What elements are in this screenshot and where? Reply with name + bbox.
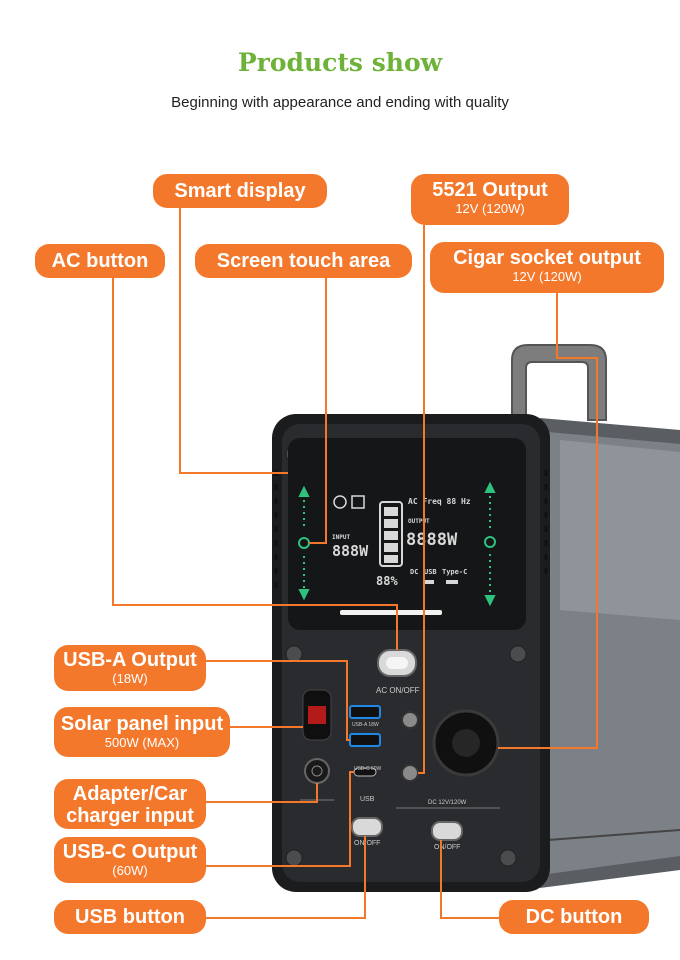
callout-solar-input-label: Solar panel input xyxy=(60,713,224,735)
dc5521-port-1 xyxy=(401,711,419,729)
side-line xyxy=(547,829,680,841)
line-ac-button xyxy=(112,278,398,650)
touch-arrows-right xyxy=(484,481,496,607)
callout-cigar-socket-label: Cigar socket output xyxy=(453,247,641,269)
line-5521-output xyxy=(418,225,425,774)
side-highlight xyxy=(560,440,680,620)
callout-usba-output-spec: (18W) xyxy=(112,671,148,686)
typec-indicator xyxy=(446,580,458,584)
fan-icon xyxy=(333,495,347,509)
adapter-input-pin xyxy=(311,765,323,777)
anderson-connector xyxy=(308,706,326,724)
light-bar xyxy=(340,610,442,615)
lcd-percent: 88% xyxy=(376,574,398,588)
callout-usbc-output-label: USB-C Output xyxy=(62,841,198,863)
callout-usb-button-label: USB button xyxy=(75,906,185,928)
line-usba-output xyxy=(198,660,350,741)
callout-screen-touch-area: Screen touch area xyxy=(195,244,412,278)
usb-onoff-label: ON/OFF xyxy=(354,840,381,847)
callout-smart-display: Smart display xyxy=(153,174,327,208)
callout-usb-button: USB button xyxy=(54,900,206,934)
ac-switch-face xyxy=(386,657,408,669)
line-adapter-input xyxy=(202,783,318,803)
line-cigar-socket xyxy=(498,293,598,749)
dc-onoff-label: ON/OFF xyxy=(434,844,461,851)
line-screen-touch xyxy=(309,278,327,544)
callout-5521-output: 5521 Output 12V (120W) xyxy=(411,174,569,225)
dc-switch xyxy=(431,821,463,841)
battery-bars xyxy=(384,507,398,563)
callout-5521-output-label: 5521 Output xyxy=(432,179,548,201)
line-usbc-output xyxy=(200,771,354,867)
ac-onoff-label: AC ON/OFF xyxy=(376,686,420,695)
callout-solar-input-spec: 500W (MAX) xyxy=(104,735,180,750)
callout-adapter-input-line2: charger input xyxy=(66,805,194,827)
lcd-output-label: OUTPUT xyxy=(408,518,430,525)
lcd-usb-label: USB xyxy=(424,568,437,576)
line-usb-button xyxy=(206,836,366,919)
page-subtitle: Beginning with appearance and ending wit… xyxy=(171,94,509,111)
callout-usbc-output: USB-C Output (60W) xyxy=(54,837,206,883)
callout-ac-button-label: AC button xyxy=(51,250,149,272)
lcd-input-value: 888W xyxy=(332,542,369,560)
callout-dc-button-label: DC button xyxy=(525,906,623,928)
lcd-ac-freq: AC Freq 88 Hz xyxy=(408,497,471,506)
cigar-socket-inner xyxy=(452,729,480,757)
callout-usba-output-label: USB-A Output xyxy=(63,649,197,671)
usb-label: USB xyxy=(360,796,375,803)
lcd-dc-label: DC xyxy=(410,568,419,576)
callout-cigar-socket: Cigar socket output 12V (120W) xyxy=(430,242,664,293)
callout-usbc-output-spec: (60W) xyxy=(112,863,148,878)
callout-solar-input: Solar panel input 500W (MAX) xyxy=(54,707,230,757)
dc-indicator xyxy=(424,580,434,584)
lcd-input-label: INPUT xyxy=(332,534,351,541)
line-smart-display xyxy=(179,208,288,474)
callout-cigar-socket-spec: 12V (120W) xyxy=(512,269,582,284)
callout-screen-touch-area-label: Screen touch area xyxy=(216,250,391,272)
battery-icon xyxy=(379,501,403,567)
callout-smart-display-label: Smart display xyxy=(174,180,306,202)
callout-dc-button: DC button xyxy=(499,900,649,934)
usb-a-port-1 xyxy=(349,705,381,719)
callout-adapter-input-line1: Adapter/Car xyxy=(72,783,188,805)
callout-ac-button: AC button xyxy=(35,244,165,278)
display-panel xyxy=(288,438,526,630)
usbc-port-label: USB-C 60W xyxy=(354,766,382,772)
callout-usba-output: USB-A Output (18W) xyxy=(54,645,206,691)
line-dc-button xyxy=(440,840,499,919)
usb-switch xyxy=(351,817,383,837)
callout-5521-output-spec: 12V (120W) xyxy=(455,201,525,216)
solar-icon xyxy=(351,495,365,509)
usba-port-label: USB-A 18W xyxy=(352,722,379,728)
lcd-output-value: 8888W xyxy=(406,530,458,550)
dc-spec-label: DC 12V/120W xyxy=(428,800,467,806)
page-title: Products show xyxy=(237,48,443,77)
callout-adapter-input: Adapter/Car charger input xyxy=(54,779,206,829)
lcd-typec-label: Type-C xyxy=(442,568,468,576)
